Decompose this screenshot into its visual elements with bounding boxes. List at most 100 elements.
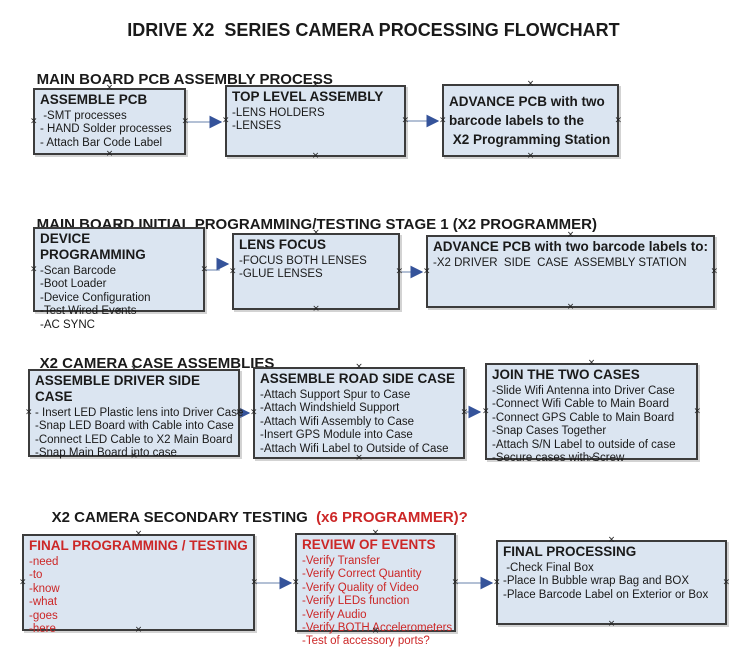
flow-box-advance-pcb-driver-side: ADVANCE PCB with two barcode labels to: … <box>423 231 718 312</box>
box-item: -here <box>29 623 56 636</box>
connection-point-marker: × <box>710 266 718 276</box>
box-item: -Secure cases with Screw <box>492 452 625 465</box>
connection-point-marker: × <box>312 228 320 238</box>
box-title: ASSEMBLE PCB <box>40 92 148 107</box>
connection-point-marker: × <box>19 577 27 587</box>
box-item: -Scan Barcode <box>40 265 117 277</box>
flow-box-device-programming: DEVICE PROGRAMMING -Scan Barcode-Boot Lo… <box>30 223 208 331</box>
box-item: -need <box>29 556 59 568</box>
box-item: - Attach Bar Code Label <box>40 136 163 149</box>
box-item: -Insert GPS Module into Case <box>260 429 413 442</box>
flow-box-assemble-road-side-case: ASSEMBLE ROAD SIDE CASE -Attach Support … <box>250 363 468 463</box>
box-items: -Scan Barcode-Boot Loader-Device Configu… <box>40 265 199 332</box>
box-item: -Slide Wifi Antenna into Driver Case <box>492 385 675 397</box>
flow-box-lens-focus: LENS FOCUS -FOCUS BOTH LENSES-GLUE LENSE… <box>229 229 403 314</box>
section-heading-text: X2 CAMERA SECONDARY TESTING <box>51 509 317 526</box>
connection-point-marker: × <box>482 406 490 416</box>
box-item: -Attach Wifi Assembly to Case <box>260 415 415 428</box>
box-item: -Verify BOTH Accelerometers <box>302 622 453 635</box>
box-item: -LENS HOLDERS <box>232 107 325 119</box>
connection-point-marker: × <box>451 577 459 587</box>
connection-point-marker: × <box>587 358 596 368</box>
section-heading-text: X2 CAMERA CASE ASSEMBLIES <box>39 355 275 372</box>
connection-point-marker: × <box>105 149 114 159</box>
connection-point-marker: × <box>250 407 258 418</box>
box-item: -Verify Quality of Video <box>302 581 419 594</box>
connection-point-marker: × <box>181 116 189 126</box>
connection-point-marker: × <box>355 453 363 463</box>
flow-box-join-the-two-cases: JOIN THE TWO CASES -Slide Wifi Antenna i… <box>482 359 701 465</box>
section-heading-text: MAIN BOARD PCB ASSEMBLY PROCESS <box>36 71 333 88</box>
box-items: -Verify Transfer-Verify Correct Quantity… <box>302 555 453 649</box>
box-title: ASSEMBLE DRIVER SIDE CASE <box>35 373 204 404</box>
box-item: -Snap LED Board with Cable into Case <box>35 420 234 433</box>
connection-point-marker: × <box>229 266 237 276</box>
connection-point-marker: × <box>526 151 535 161</box>
connection-point-marker: × <box>25 407 33 418</box>
box-title: ADVANCE PCB with two barcode labels to t… <box>449 94 611 147</box>
box-title: FINAL PROGRAMMING / TESTING <box>29 538 248 553</box>
box-item: -Verify Transfer <box>302 555 380 567</box>
box-item: - HAND Solder processes <box>40 123 172 136</box>
box-title: REVIEW OF EVENTS <box>302 537 436 552</box>
connection-point-marker: × <box>235 407 243 418</box>
connection-point-marker: × <box>222 115 230 126</box>
connection-point-marker: × <box>722 577 730 587</box>
connection-point-marker: × <box>526 79 535 89</box>
box-item: -FOCUS BOTH LENSES <box>239 255 367 267</box>
box-item: -Snap Cases Together <box>492 425 607 438</box>
box-title: ASSEMBLE ROAD SIDE CASE <box>260 371 456 386</box>
box-item: -Test Wired Events <box>40 305 137 318</box>
flow-box-assemble-driver-side-case: ASSEMBLE DRIVER SIDE CASE - Insert LED P… <box>25 365 244 461</box>
connection-point-marker: × <box>250 577 258 587</box>
connection-point-marker: × <box>607 535 616 545</box>
connection-point-marker: × <box>355 362 363 372</box>
box-item: - Insert LED Plastic lens into Driver Ca… <box>35 407 244 419</box>
connection-point-marker: × <box>395 266 403 276</box>
box-item: -Attach Windshield Support <box>260 402 400 415</box>
connection-point-marker: × <box>30 264 38 274</box>
connection-point-marker: × <box>566 302 575 312</box>
connection-point-marker: × <box>614 115 622 125</box>
connection-point-marker: × <box>134 625 143 635</box>
box-item: -Place Barcode Label on Exterior or Box <box>503 588 709 601</box>
connection-point-marker: × <box>115 222 123 232</box>
box-items: -need-to-know-what-goes-here <box>29 556 249 636</box>
connection-point-marker: × <box>460 407 468 418</box>
section-heading-suffix: (x6 PROGRAMMER)? <box>316 509 468 526</box>
connector-arrow <box>205 257 230 271</box>
flow-box-top-level-assembly: TOP LEVEL ASSEMBLY -LENS HOLDERS-LENSES … <box>222 81 409 161</box>
connection-point-marker: × <box>371 528 380 538</box>
connection-point-marker: × <box>587 454 596 464</box>
box-item: -X2 DRIVER SIDE CASE ASSEMBLY STATION <box>433 257 687 269</box>
box-items: -FOCUS BOTH LENSES-GLUE LENSES <box>239 255 394 282</box>
box-item: -goes <box>29 609 58 622</box>
connection-point-marker: × <box>134 529 143 539</box>
connection-point-marker: × <box>311 151 320 161</box>
box-item: -GLUE LENSES <box>239 268 323 281</box>
flow-box-advance-pcb-programming-station: ADVANCE PCB with two barcode labels to t… <box>439 80 622 161</box>
box-item: -SMT processes <box>40 110 127 122</box>
box-item: -Attach S/N Label to outside of case <box>492 438 676 451</box>
box-item: -Connect GPS Cable to Main Board <box>492 411 675 424</box>
connection-point-marker: × <box>200 264 208 274</box>
box-items: -Slide Wifi Antenna into Driver Case-Con… <box>492 385 692 465</box>
box-item: -Verify Audio <box>302 608 367 621</box>
connection-point-marker: × <box>693 406 701 416</box>
connection-point-marker: × <box>607 619 616 629</box>
connection-point-marker: × <box>371 626 380 636</box>
box-items: -LENS HOLDERS-LENSES <box>232 107 400 134</box>
connection-point-marker: × <box>130 451 138 461</box>
box-item: -what <box>29 596 58 609</box>
box-item: -Device Configuration <box>40 291 151 304</box>
connection-point-marker: × <box>115 306 123 316</box>
section-heading-pcb-assembly: MAIN BOARD PCB ASSEMBLY PROCESS <box>20 54 333 105</box>
connection-point-marker: × <box>423 266 431 276</box>
box-item: -Connect Wifi Cable to Main Board <box>492 398 670 411</box>
connection-point-marker: × <box>439 115 447 125</box>
box-item: -Verify Correct Quantity <box>302 568 422 581</box>
box-title: TOP LEVEL ASSEMBLY <box>232 89 384 104</box>
box-items: -Check Final Box-Place In Bubble wrap Ba… <box>503 562 721 602</box>
connection-point-marker: × <box>312 304 320 314</box>
